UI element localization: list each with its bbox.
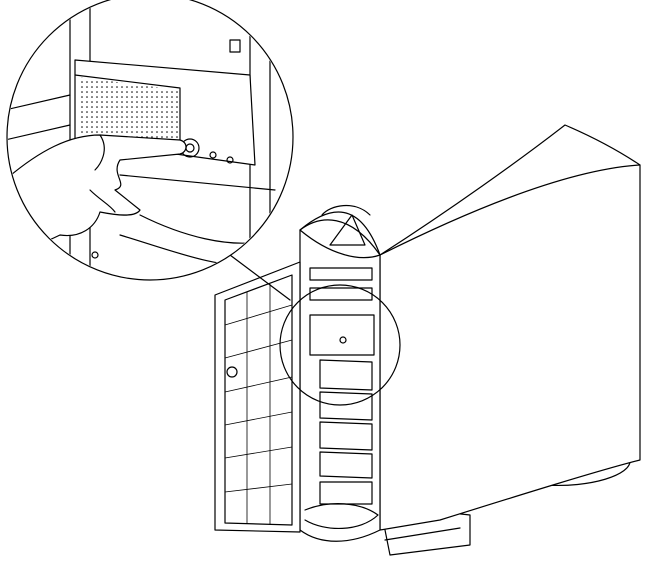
hand [8,134,187,251]
vent-grille [78,77,178,148]
front-door [214,261,301,533]
callout-leader [229,254,291,301]
tower-body [299,124,641,542]
callout-small-circle [279,284,401,406]
magnified-callout [6,0,294,281]
